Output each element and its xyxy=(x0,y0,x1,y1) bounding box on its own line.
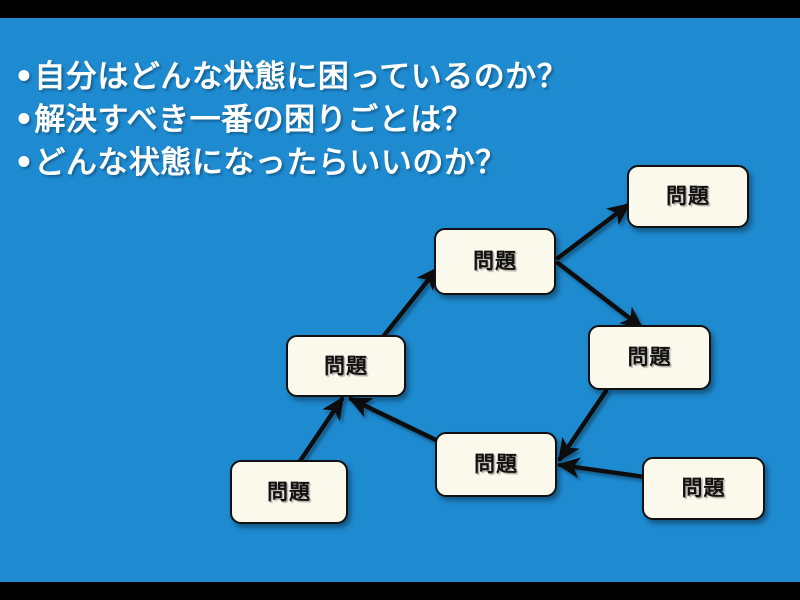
bullet-line-3: •どんな状態になったらいいのか？ xyxy=(14,145,507,181)
arrow-left-mid-to-upper-mid xyxy=(379,266,440,341)
letterbox-bottom-bar xyxy=(0,582,800,600)
arrow-bottom-mid-to-left-mid xyxy=(348,396,441,444)
diagram-node-label: 問題 xyxy=(474,452,518,476)
arrow-layer xyxy=(297,202,648,480)
arrow-group xyxy=(297,202,648,480)
bullet-list: •自分はどんな状態に困っているのか？ •解決すべき一番の困りごとは？ •どんな状… xyxy=(14,56,674,185)
letterbox-top-bar xyxy=(0,0,800,18)
diagram-node-bottom-left[interactable]: 問題 xyxy=(230,460,348,524)
diagram-node-upper-mid[interactable]: 問題 xyxy=(434,228,556,295)
arrow-bottom-left-to-left-mid xyxy=(297,396,345,464)
diagram-node-right-mid[interactable]: 問題 xyxy=(588,325,711,390)
arrow-bottom-right-to-bottom-mid xyxy=(556,457,648,480)
problem-flow-diagram: 問題 問題 問題 問題 問題 問題 問題 xyxy=(0,18,800,582)
diagram-node-label: 問題 xyxy=(473,249,517,273)
diagram-node-label: 問題 xyxy=(324,353,368,378)
diagram-node-label: 問題 xyxy=(666,184,710,208)
diagram-node-bottom-mid[interactable]: 問題 xyxy=(435,432,557,497)
arrow-right-mid-to-bottom-mid xyxy=(557,388,609,462)
diagram-node-bottom-right[interactable]: 問題 xyxy=(642,457,765,520)
slide-canvas: •自分はどんな状態に困っているのか？ •解決すべき一番の困りごとは？ •どんな状… xyxy=(0,18,800,582)
arrow-upper-mid-to-right-mid xyxy=(555,260,644,330)
arrow-upper-mid-to-top-right xyxy=(555,202,631,261)
diagram-node-label: 問題 xyxy=(627,345,672,369)
diagram-node-label: 問題 xyxy=(267,479,311,504)
diagram-node-left-mid[interactable]: 問題 xyxy=(286,335,406,397)
bullet-line-1: •自分はどんな状態に困っているのか？ xyxy=(14,59,569,95)
bullet-line-2: •解決すべき一番の困りごとは？ xyxy=(14,102,474,138)
diagram-node-top-right[interactable]: 問題 xyxy=(627,165,749,228)
diagram-node-label: 問題 xyxy=(681,476,726,500)
